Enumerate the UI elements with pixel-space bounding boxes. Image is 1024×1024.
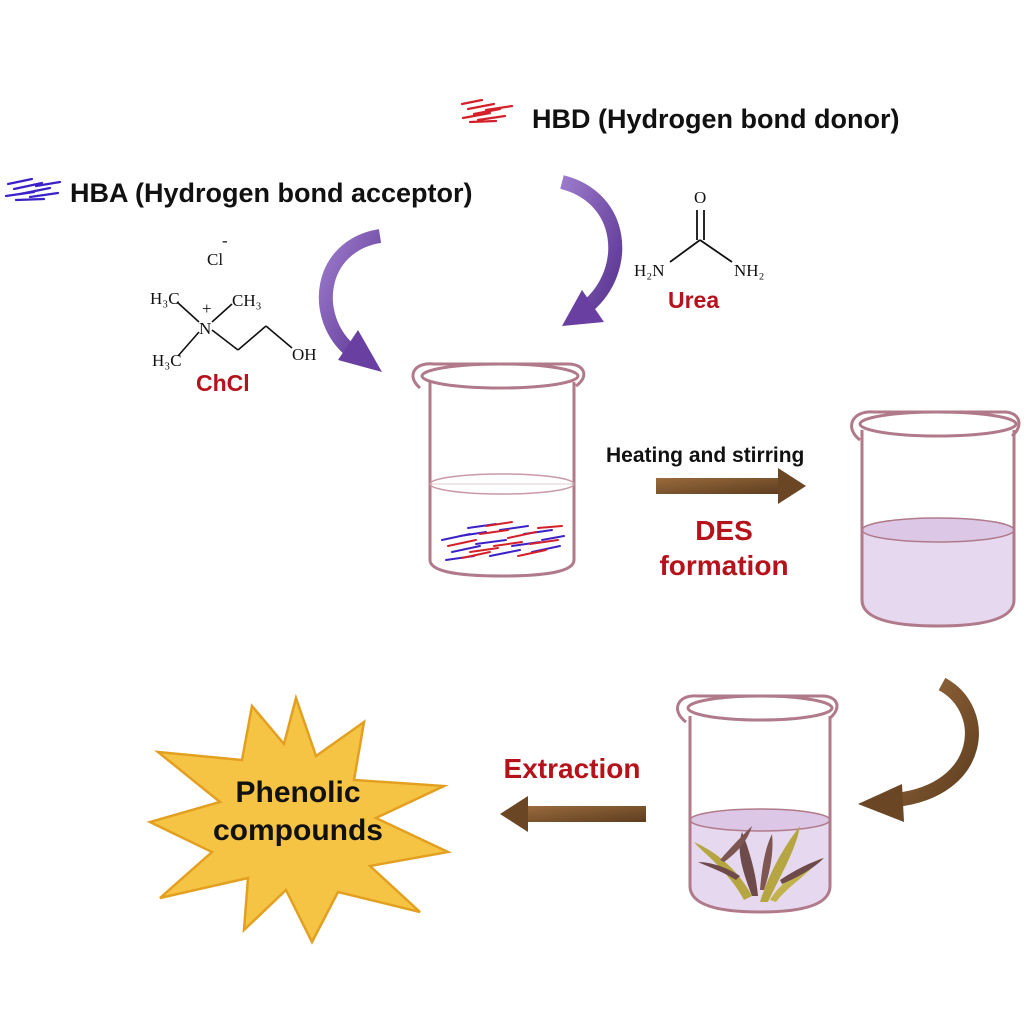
extraction-label: Extraction [504, 753, 641, 784]
heating-arrow [656, 468, 806, 504]
phenolic-label-line2: compounds [213, 814, 383, 847]
urea-structure: O H₂N NH₂ [634, 188, 764, 280]
brown-curved-arrow [858, 677, 979, 822]
nitrogen-atom: N [199, 319, 211, 338]
chcl-structure: - Cl H₃C CH₃ + N H₃C OH [150, 231, 317, 370]
urea-right-amine: NH₂ [734, 261, 764, 280]
hbd-legend-label: HBD (Hydrogen bond donor) [532, 104, 899, 134]
des-label-line1: DES [695, 515, 753, 546]
plant-biomass [694, 826, 824, 902]
heating-label: Heating and stirring [606, 444, 804, 467]
hba-hbd-mixture [441, 521, 565, 561]
mixing-beaker [411, 362, 586, 578]
hbd-legend-icon [460, 98, 514, 124]
purple-arrow-hbd [559, 175, 623, 326]
purple-arrow-hba [318, 229, 382, 372]
des-label-line2: formation [659, 550, 788, 581]
extraction-arrow [500, 796, 646, 832]
hba-legend-label: HBA (Hydrogen bond acceptor) [70, 178, 473, 208]
methyl-top-right: CH₃ [232, 291, 262, 310]
urea-left-amine: H₂N [634, 261, 664, 280]
urea-oxygen-atom: O [694, 188, 706, 207]
chloride-atom: Cl [207, 250, 223, 269]
hydroxyl-group: OH [292, 345, 317, 364]
chcl-label: ChCl [196, 370, 250, 396]
phenolic-label-line1: Phenolic [235, 776, 360, 809]
methyl-bottom: H₃C [152, 351, 182, 370]
extraction-beaker [676, 694, 839, 914]
phenolic-compounds-burst: Phenolic compounds [146, 693, 453, 945]
methyl-top-left: H₃C [150, 289, 180, 308]
des-beaker [850, 410, 1021, 628]
urea-label: Urea [668, 287, 719, 313]
chloride-charge: - [222, 231, 228, 250]
nitrogen-charge: + [202, 299, 212, 318]
hba-legend-icon [4, 177, 62, 202]
